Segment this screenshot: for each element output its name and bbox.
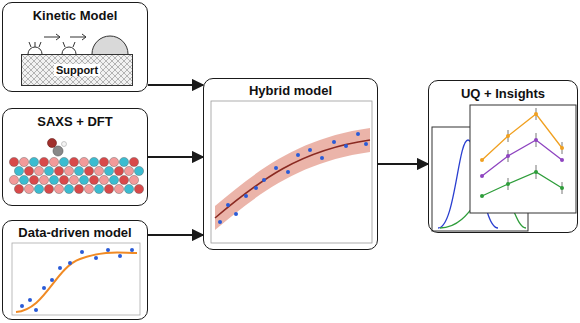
atom — [69, 175, 78, 184]
atom — [79, 175, 88, 184]
atom — [109, 175, 118, 184]
atom — [74, 184, 83, 193]
atom — [124, 184, 133, 193]
atom — [64, 184, 73, 193]
atom-slab — [9, 157, 143, 193]
support-slab: Support — [21, 54, 133, 86]
model-box: SAXS + DFT — [2, 108, 148, 206]
node-title: SAXS + DFT — [37, 114, 113, 129]
atom — [39, 157, 48, 166]
flow-arrow — [148, 156, 203, 158]
atom — [14, 184, 23, 193]
atom — [14, 166, 23, 175]
hybrid-box: Hybrid model — [203, 78, 378, 250]
atom — [69, 157, 78, 166]
title-row: Kinetic Model — [3, 8, 147, 23]
title-row: Data-driven model — [3, 225, 147, 240]
data-driven-chart — [12, 243, 140, 315]
atom — [49, 157, 58, 166]
atom — [29, 157, 38, 166]
atom — [94, 184, 103, 193]
kinetic-illustration — [28, 34, 128, 54]
atom — [54, 184, 63, 193]
atom — [74, 166, 83, 175]
atom — [89, 157, 98, 166]
node-title: UQ + Insights — [461, 86, 545, 101]
atom — [44, 184, 53, 193]
atom — [19, 175, 28, 184]
atom — [59, 157, 68, 166]
atom — [79, 157, 88, 166]
atom — [34, 166, 43, 175]
node-title: Support — [54, 64, 100, 76]
atom — [9, 157, 18, 166]
atom — [129, 157, 138, 166]
atom — [39, 175, 48, 184]
atom — [49, 175, 58, 184]
node-title: Hybrid model — [249, 83, 332, 98]
atom — [94, 166, 103, 175]
flow-arrow — [148, 234, 203, 236]
atom — [99, 175, 108, 184]
atom — [109, 157, 118, 166]
atom — [84, 166, 93, 175]
title-row: UQ + Insights — [429, 86, 577, 101]
atom — [134, 166, 143, 175]
model-box: Data-driven model — [2, 220, 148, 320]
title-row: Hybrid model — [204, 83, 377, 98]
atom — [19, 157, 28, 166]
atom — [24, 184, 33, 193]
atom — [114, 184, 123, 193]
model-box: Kinetic ModelSupport — [2, 2, 148, 92]
node-title: Kinetic Model — [33, 8, 118, 23]
atom — [84, 184, 93, 193]
atom — [134, 184, 143, 193]
adsorbate-molecule — [48, 139, 67, 157]
atom — [99, 157, 108, 166]
atom — [129, 175, 138, 184]
atom — [9, 175, 18, 184]
atom — [24, 166, 33, 175]
atom — [119, 157, 128, 166]
atom — [104, 166, 113, 175]
atom — [29, 175, 38, 184]
atom — [104, 184, 113, 193]
hybrid-chart — [211, 101, 372, 243]
atom — [54, 166, 63, 175]
atom — [89, 175, 98, 184]
flow-arrow — [378, 163, 428, 165]
title-row: Support — [22, 64, 132, 76]
uq-sensitivity-chart — [470, 105, 576, 213]
atom — [119, 175, 128, 184]
atom — [59, 175, 68, 184]
atom — [124, 166, 133, 175]
node-title: Data-driven model — [18, 225, 131, 240]
title-row: SAXS + DFT — [3, 114, 147, 129]
atom — [114, 166, 123, 175]
atom — [34, 184, 43, 193]
atom — [44, 166, 53, 175]
output-box: UQ + Insights — [428, 80, 578, 233]
atom — [64, 166, 73, 175]
flow-arrow — [148, 84, 203, 86]
